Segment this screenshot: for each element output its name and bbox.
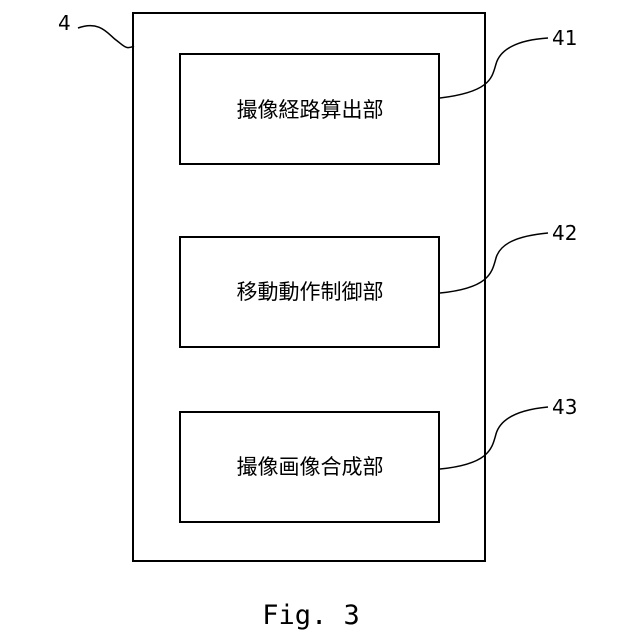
block-43-leader <box>440 407 548 469</box>
figure-caption: Fig. 3 <box>262 600 360 631</box>
outer-unit-ref: 4 <box>58 11 71 35</box>
block-41-label: 撮像経路算出部 <box>237 98 384 122</box>
block-43-label: 撮像画像合成部 <box>237 455 384 479</box>
block-41-ref: 41 <box>552 26 577 50</box>
block-42-leader <box>440 233 548 293</box>
block-43-ref: 43 <box>552 395 577 419</box>
outer-unit-leader <box>78 26 134 48</box>
block-42-label: 移動動作制御部 <box>237 280 384 304</box>
block-41-leader <box>440 38 548 98</box>
block-42-ref: 42 <box>552 221 577 245</box>
